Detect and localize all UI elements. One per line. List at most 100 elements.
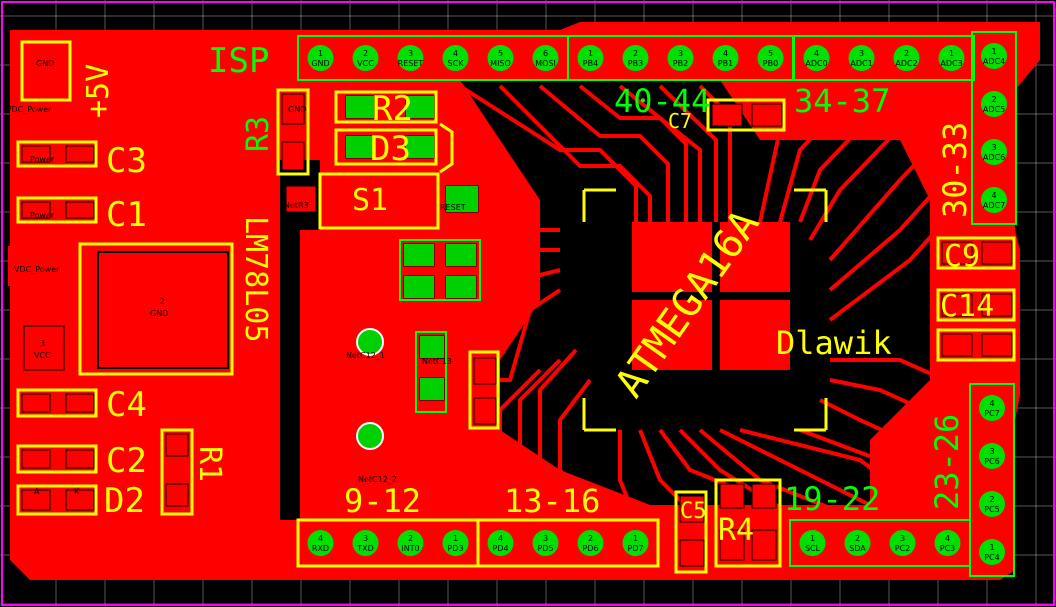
- smd-pad: [981, 293, 1013, 317]
- copper-trace: [830, 358, 991, 402]
- mcu-corner-br: [794, 398, 828, 432]
- copper-trace: [719, 428, 901, 522]
- pin-pad: [934, 530, 961, 556]
- copper-trace: [538, 348, 578, 521]
- smd-pad-green: [420, 336, 444, 358]
- pin-net: PB3: [628, 59, 643, 68]
- mcu-corner-tl: [582, 188, 616, 222]
- c4-label: C4: [106, 385, 147, 425]
- pin-number: 3: [363, 534, 368, 543]
- pin-net: MISO: [490, 59, 511, 68]
- pin-net: ADC6: [983, 153, 1005, 162]
- smd-pad: [981, 333, 1013, 357]
- pin-pad: [979, 491, 1005, 517]
- pin-number: 5: [498, 49, 503, 58]
- pin-net: PC7: [984, 409, 1000, 418]
- smd-pad-green: [406, 96, 434, 118]
- pin-number: 3: [859, 49, 864, 58]
- smd-pad: [751, 529, 777, 561]
- power-pad-2: [26, 74, 60, 94]
- copper-trace: [819, 398, 991, 482]
- c9-outline: [936, 236, 1016, 270]
- copper-trace: [808, 84, 942, 242]
- pin-pad: [307, 45, 334, 71]
- d3-label: D3: [370, 129, 411, 169]
- smd-pad: [65, 489, 95, 511]
- smd-pad: [679, 495, 705, 523]
- pad-netc12-1: NetC12_1: [346, 351, 385, 360]
- pin-number: 3: [989, 447, 994, 456]
- copper-trace: [658, 84, 718, 222]
- bottom-mid-header-outline: [476, 518, 660, 568]
- pin-net: PB4: [583, 59, 598, 68]
- r1-outline: [160, 428, 194, 516]
- pin-pad: [844, 530, 871, 556]
- group-34-37-label: 34-37: [794, 82, 890, 120]
- c13-outline: [415, 331, 447, 413]
- s1-outline: [318, 172, 440, 230]
- pin-pad: [799, 530, 826, 556]
- pad-gnd-power: GND: [36, 59, 54, 68]
- c1-outline: [16, 196, 98, 224]
- smd-pad: [711, 103, 743, 127]
- pad-c3-power: Power: [30, 155, 55, 164]
- d2-label: D2: [104, 481, 145, 521]
- copper-trace: [658, 428, 741, 492]
- pin-number: 4: [989, 399, 994, 408]
- isp-label: ISP: [208, 41, 269, 81]
- copper-trace: [458, 268, 561, 352]
- copper-trace: [480, 228, 560, 262]
- pin-net: PB1: [718, 59, 733, 68]
- test-pad[interactable]: [356, 422, 384, 450]
- pin-pad: [981, 43, 1007, 69]
- pad-s1-reset: RESET: [440, 203, 466, 212]
- smd-pad: [285, 185, 317, 213]
- copper-trace: [480, 248, 560, 282]
- pin-net: VCC: [357, 59, 374, 68]
- pin-number: 5: [768, 49, 773, 58]
- pin-net: ADC4: [983, 57, 1005, 66]
- c14-label: C14: [940, 289, 994, 324]
- smd-pad: [751, 103, 783, 127]
- test-pad[interactable]: [356, 328, 384, 356]
- pin-pad: [397, 530, 424, 556]
- pin-number: 4: [945, 534, 950, 543]
- pc-right-header-outline: [969, 383, 1015, 577]
- pin-pad: [893, 45, 920, 71]
